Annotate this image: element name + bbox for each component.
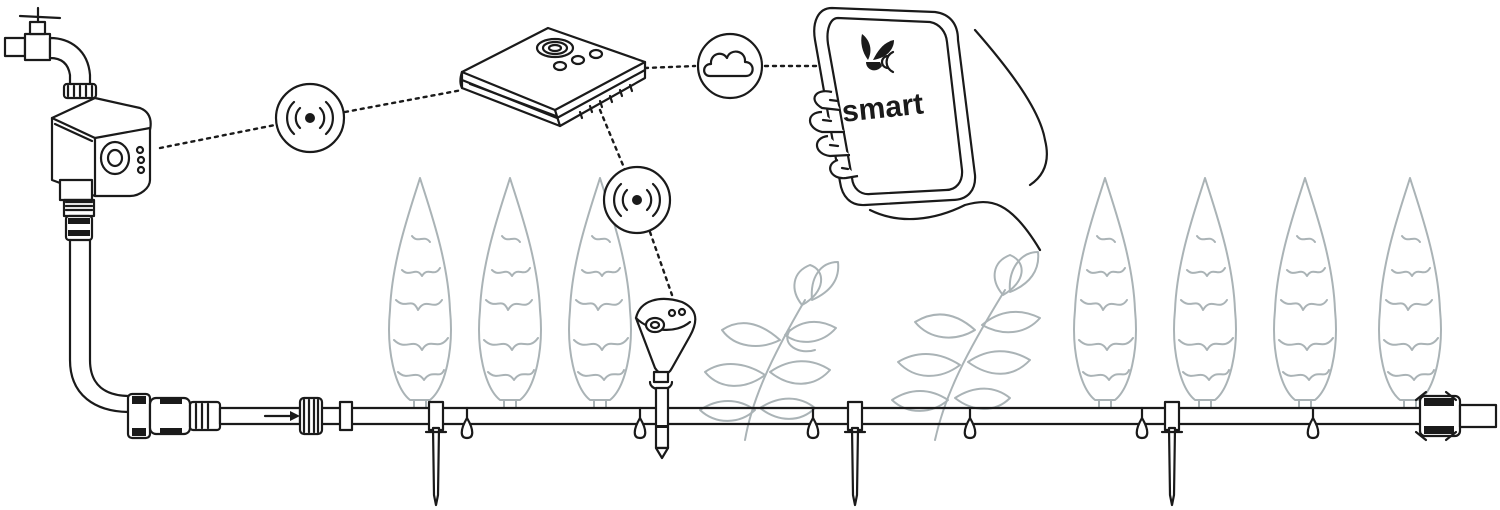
wireless-signal-icon [274, 82, 346, 154]
plants-layer [388, 177, 1442, 441]
hose-connector [126, 392, 324, 440]
water-drop-icon [1306, 406, 1320, 440]
supply-hose [68, 238, 132, 414]
wireless-links [158, 64, 822, 297]
brand-logo [861, 34, 895, 74]
shrub-right [891, 251, 1041, 441]
cypress-tree [1378, 177, 1442, 409]
faucet [3, 6, 98, 100]
cloud-icon [696, 32, 764, 100]
water-drop-icon [460, 406, 474, 440]
gateway [459, 26, 647, 128]
flow-arrow-icon [290, 411, 300, 421]
ground-stakes [424, 400, 1184, 507]
cypress-tree [478, 177, 542, 409]
water-drop-icon [963, 406, 977, 440]
cypress-tree [1073, 177, 1137, 409]
cypress-tree [1273, 177, 1337, 409]
ground-stake [843, 400, 867, 507]
smartphone: smart [808, 6, 1048, 252]
drip-line [320, 390, 1498, 442]
cypress-tree [388, 177, 452, 409]
ground-stake [424, 400, 448, 507]
water-drop-icon [1135, 406, 1149, 440]
drip-emitters [460, 406, 1320, 440]
cypress-tree [568, 177, 632, 409]
water-drop-icon [633, 406, 647, 440]
water-controls [50, 96, 152, 242]
water-drop-icon [806, 406, 820, 440]
wireless-signal-icon [602, 165, 672, 235]
ground-stake [1160, 400, 1184, 507]
cypress-tree [1173, 177, 1237, 409]
shrub-left [699, 261, 840, 441]
cypress-trees [388, 177, 1442, 409]
sensor [634, 297, 697, 460]
